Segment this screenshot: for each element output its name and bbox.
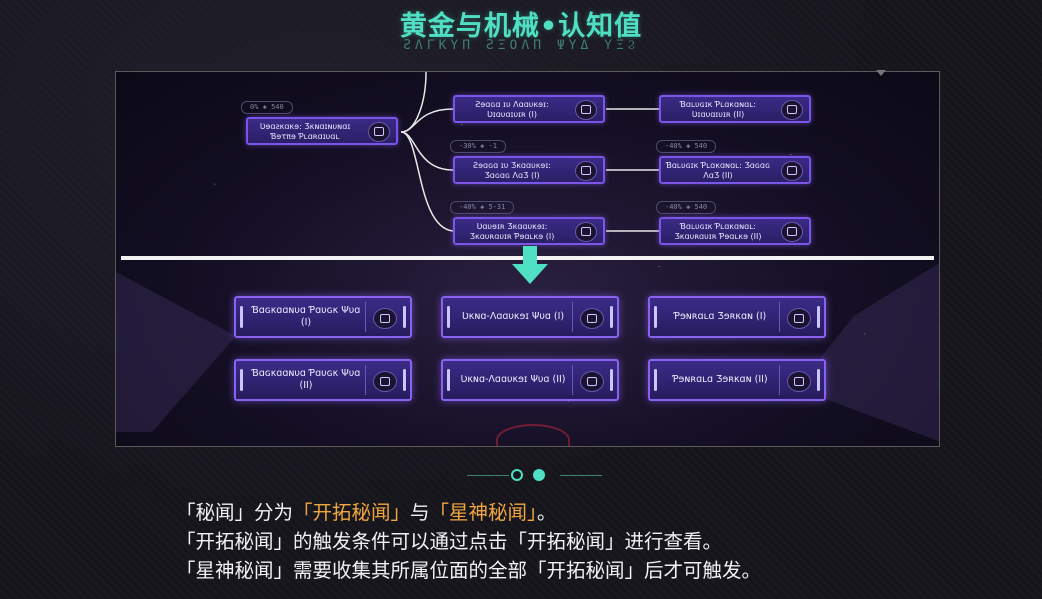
arrow-down-icon (512, 246, 548, 284)
check-icon (787, 308, 811, 329)
page-title: 黄金与机械•认知值 (399, 11, 643, 42)
branch-next-node[interactable]: Ɓɑʟυɢɪκ Ƥʟɑκɑɴɑʟ: Ʒɑɢɑɢ ɅɑƷ (II) (659, 156, 811, 184)
frame-corner-marker (876, 70, 886, 76)
desc-text: 。 (536, 501, 557, 524)
desc-text: 「秘闻」分为 (176, 501, 294, 524)
secret-node-label: Ʋκɴɑ-Ʌɑɑυκɘɪ Ψυɑ (II) (460, 374, 566, 385)
check-icon (781, 100, 803, 120)
check-icon (368, 122, 390, 142)
check-icon (575, 100, 597, 120)
secret-node-label: Ʋκɴɑ-Ʌɑɑυκɘɪ Ψυɑ (I) (461, 311, 565, 322)
node-separator (572, 302, 573, 332)
root-node-label: Ʋɘɑƨκɑκɘ: Ʒκɴɑɪɴυɴɑɪ Ɓɘτπɘ Ƥʟɑʀɑɪυɑʟ (259, 122, 351, 141)
pager-line-left (467, 475, 509, 476)
branch-node-label: Ƨɘɑɢɑ ɪυ Ʌɑɑυκɘɪ: Ʋɪɑυɑɪυɪʀ (I) (475, 100, 549, 119)
check-icon (580, 371, 604, 392)
branch-node-label: Ƨɘɑɢɑ ɪυ Ʒκɑɑυκɘɪ: Ʒɑɢɑɢ ɅɑƷ (I) (472, 161, 551, 180)
desc-highlight: 「开拓秘闻」 (293, 501, 411, 524)
branch-next-label: Ɓɑʟυɢɪκ Ƥʟɑκɑɴɑʟ: Ʒɑɢɑɢ ɅɑƷ (II) (665, 161, 771, 180)
branch-next-tag: -40% ◈ 540 (656, 201, 717, 214)
description-line-1: 「秘闻」分为「开拓秘闻」与「星神秘闻」。 (176, 498, 936, 527)
branch-node[interactable]: Ƨɘɑɢɑ ɪυ Ʌɑɑυκɘɪ: Ʋɪɑυɑɪυɪʀ (I) (453, 95, 605, 123)
root-tag: 0% ◈ 540 (241, 101, 293, 114)
description-line-2: 「开拓秘闻」的触发条件可以通过点击「开拓秘闻」进行查看。 (176, 530, 723, 553)
branch-next-tag: -40% ◈ 540 (656, 140, 717, 153)
root-node[interactable]: Ʋɘɑƨκɑκɘ: Ʒκɴɑɪɴυɴɑɪ Ɓɘτπɘ Ƥʟɑʀɑɪυɑʟ (246, 117, 398, 145)
branch-next-label: Ɓɑʟυɢɪκ Ƥʟɑκɑɴɑʟ: Ʒκɑυʀɑυɪʀ Ƥɘɑʟκɘ (II) (674, 222, 762, 241)
secret-node-label: Ƥɘɴʀɑʟɑ Ʒɘʀκɑɴ (I) (673, 311, 767, 322)
pager-line-right (560, 475, 602, 476)
desc-highlight: 「星神秘闻」 (429, 501, 537, 524)
secret-node-label: Ƥɘɴʀɑʟɑ Ʒɘʀκɑɴ (II) (672, 374, 768, 385)
node-separator (572, 365, 573, 395)
node-separator (365, 365, 366, 395)
check-icon (373, 308, 397, 329)
check-icon (787, 371, 811, 392)
desc-text: 与 (410, 501, 430, 524)
branch-tag: -40% ◈ 5-31 (450, 201, 515, 214)
page-indicator (0, 467, 1042, 483)
branch-tag: -30% ◈ -1 (450, 140, 506, 153)
check-icon (781, 222, 803, 242)
branch-next-node[interactable]: Ɓɑʟυɢɪκ Ƥʟɑκɑɴɑʟ: Ʋɪɑυɑɪυɪʀ (II) (659, 95, 811, 123)
branch-next-label: Ɓɑʟυɢɪκ Ƥʟɑκɑɴɑʟ: Ʋɪɑυɑɪυɪʀ (II) (680, 100, 756, 119)
node-separator (365, 302, 366, 332)
description-line-3: 「星神秘闻」需要收集其所属位面的全部「开拓秘闻」后才可触发。 (176, 559, 762, 582)
branch-next-node[interactable]: Ɓɑʟυɢɪκ Ƥʟɑκɑɴɑʟ: Ʒκɑυʀɑυɪʀ Ƥɘɑʟκɘ (II) (659, 217, 811, 245)
secret-node[interactable]: Ɓɑɢκɑɑɴυɑ Ƥɑυɢκ Ψυɑ (I) (234, 296, 412, 338)
check-icon (373, 371, 397, 392)
check-icon (781, 161, 803, 181)
branch-node[interactable]: Ƨɘɑɢɑ ɪυ Ʒκɑɑυκɘɪ: Ʒɑɢɑɢ ɅɑƷ (I) (453, 156, 605, 184)
node-separator (779, 302, 780, 332)
secret-node[interactable]: Ɓɑɢκɑɑɴυɑ Ƥɑυɢκ Ψυɑ (II) (234, 359, 412, 401)
page-dot-2[interactable] (533, 469, 545, 481)
secret-node[interactable]: Ʋκɴɑ-Ʌɑɑυκɘɪ Ψυɑ (II) (441, 359, 619, 401)
branch-node-label: Ʋɑυɘɪʀ Ʒκɑɑυκɘɪ: Ʒκɑυʀɑυɪʀ Ƥɘɑʟκɘ (I) (469, 222, 555, 241)
secret-node-label: Ɓɑɢκɑɑɴυɑ Ƥɑυɢκ Ψυɑ (II) (251, 368, 361, 391)
node-separator (779, 365, 780, 395)
description: 「秘闻」分为「开拓秘闻」与「星神秘闻」。 「开拓秘闻」的触发条件可以通过点击「开… (176, 498, 936, 585)
secret-node[interactable]: Ƥɘɴʀɑʟɑ Ʒɘʀκɑɴ (II) (648, 359, 826, 401)
page-subtitle: ƧΛΓΚΥΠ ƧΞΟΛΠ ΨΥΔ ΥΞϨ (403, 38, 639, 53)
check-icon (575, 161, 597, 181)
secret-node[interactable]: Ƥɘɴʀɑʟɑ Ʒɘʀκɑɴ (I) (648, 296, 826, 338)
tree-connectors (400, 72, 659, 232)
secret-node[interactable]: Ʋκɴɑ-Ʌɑɑυκɘɪ Ψυɑ (I) (441, 296, 619, 338)
illustration-frame: 0% ◈ 540 Ʋɘɑƨκɑκɘ: Ʒκɴɑɪɴυɴɑɪ Ɓɘτπɘ Ƥʟɑʀ… (115, 71, 940, 447)
secret-node-label: Ɓɑɢκɑɑɴυɑ Ƥɑυɢκ Ψυɑ (I) (251, 305, 361, 328)
page-dot-1[interactable] (511, 469, 523, 481)
branch-node[interactable]: Ʋɑυɘɪʀ Ʒκɑɑυκɘɪ: Ʒκɑυʀɑυɪʀ Ƥɘɑʟκɘ (I) (453, 217, 605, 245)
check-icon (575, 222, 597, 242)
check-icon (580, 308, 604, 329)
